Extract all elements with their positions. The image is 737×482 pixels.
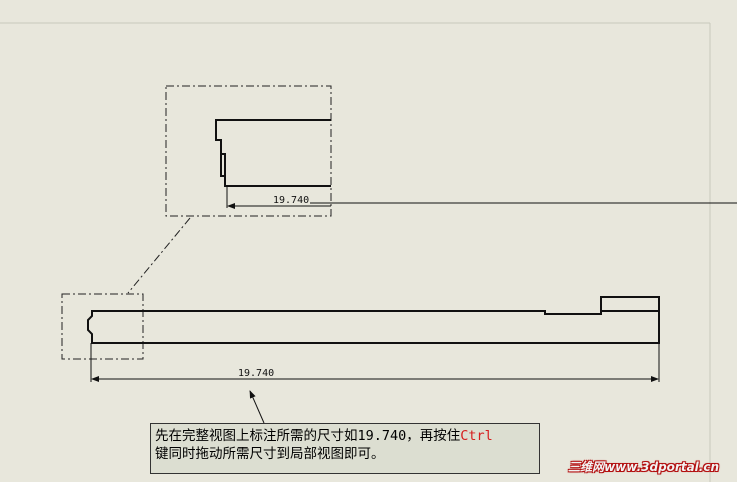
callout-line-1-text: 先在完整视图上标注所需的尺寸如19.740，再按住 — [155, 428, 461, 444]
detail-view-boundary[interactable] — [165, 85, 332, 217]
callout-leader-arrow — [249, 390, 265, 424]
instruction-callout: 先在完整视图上标注所需的尺寸如19.740，再按住Ctrl 键同时拖动所需尺寸到… — [150, 423, 540, 474]
watermark-logo: 三维网www.3dportal.cn — [568, 460, 719, 474]
detail-circle-marker[interactable] — [61, 293, 144, 360]
sheet-border — [0, 22, 711, 482]
main-dimension[interactable]: 19.740 — [90, 343, 660, 382]
detail-dimension-value: 19.740 — [273, 195, 309, 206]
main-dimension-value: 19.740 — [238, 368, 274, 379]
callout-line-2: 键同时拖动所需尺寸到局部视图即可。 — [155, 446, 385, 462]
detail-connector-line — [127, 217, 191, 294]
main-view-profile[interactable] — [87, 296, 660, 344]
detail-dimension[interactable]: 19.740 — [226, 186, 331, 209]
callout-line-1: 先在完整视图上标注所需的尺寸如19.740，再按住Ctrl — [155, 427, 535, 445]
ctrl-key-label: Ctrl — [460, 428, 493, 444]
detail-view-profile[interactable] — [215, 119, 331, 187]
